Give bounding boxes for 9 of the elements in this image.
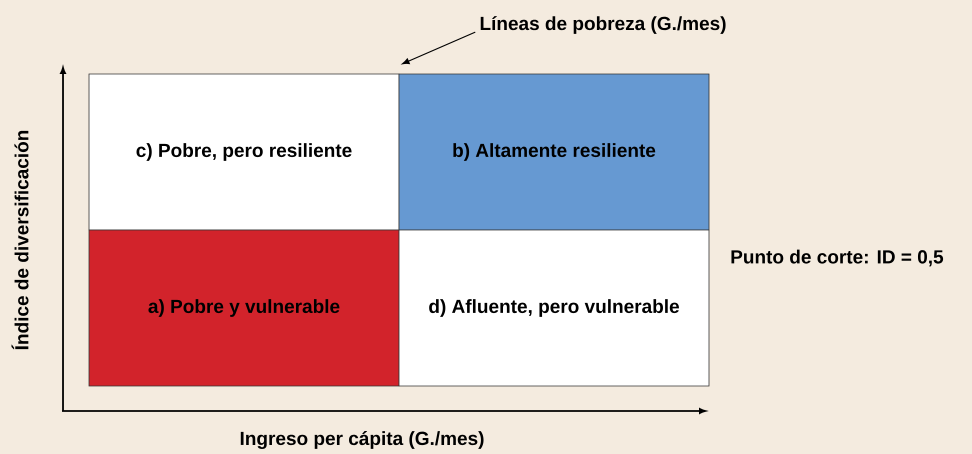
callout-text: Líneas de pobreza (G./mes) bbox=[480, 16, 726, 34]
quadrant-box: b) Altamente resiliente bbox=[398, 74, 710, 230]
quadrant-box: d) Afluente, pero vulnerable bbox=[398, 230, 710, 386]
quadrant-box: c) Pobre, pero resiliente bbox=[88, 74, 400, 230]
quadrant-box: a) Pobre y vulnerable bbox=[88, 230, 400, 386]
cutoff-label: Punto de corte: ID = 0,5 bbox=[731, 250, 944, 266]
leader-line bbox=[402, 32, 476, 64]
axis-title: Índice de diversificación bbox=[12, 130, 29, 350]
axis-title: Ingreso per cápita (G./mes) bbox=[240, 431, 484, 449]
